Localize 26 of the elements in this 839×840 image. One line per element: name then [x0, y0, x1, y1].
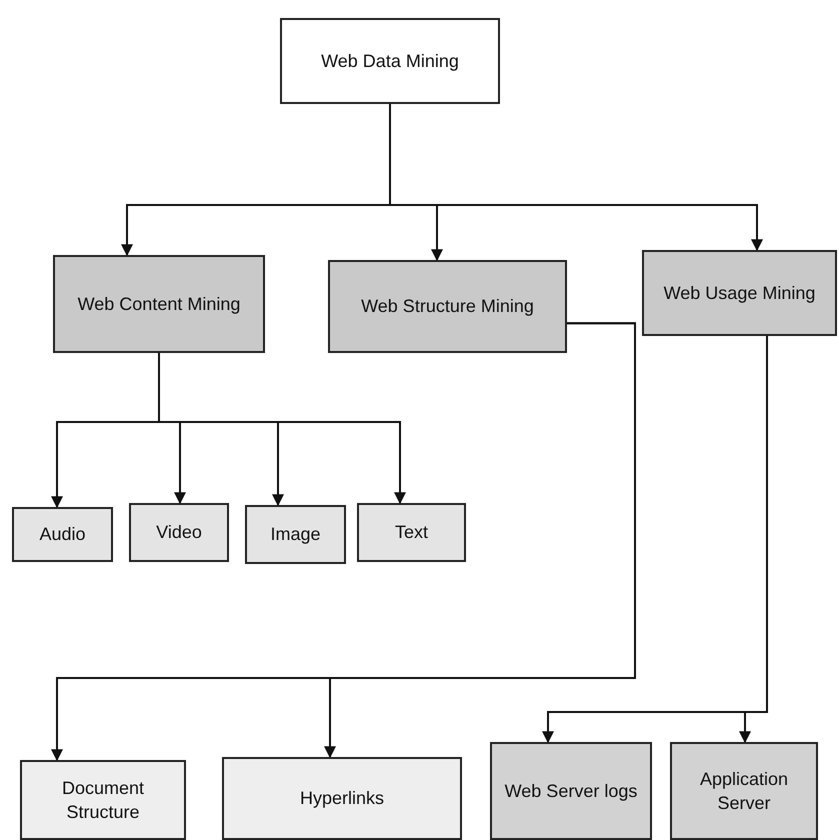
category-box [642, 250, 837, 336]
category-box [357, 503, 466, 562]
category-box [53, 255, 265, 353]
category-box [280, 18, 500, 104]
category-box [670, 742, 818, 840]
box-label: Image [270, 523, 321, 546]
box-label: Audio [39, 523, 86, 546]
category-box [328, 260, 567, 353]
category-box [245, 505, 346, 564]
box-label: Web Server logs [504, 780, 638, 803]
box-label: Text [394, 521, 428, 544]
category-box [129, 503, 229, 562]
category-box [12, 507, 113, 562]
box-label: Application Server [698, 768, 790, 815]
category-box [222, 757, 462, 840]
box-label: Web Content Mining [78, 292, 240, 316]
box-label: Video [156, 521, 202, 544]
arrow [158, 353, 406, 504]
box-label: Web Data Mining [321, 50, 459, 73]
box-label: Web Structure Mining [361, 295, 534, 318]
box-label: Web Usage Mining [664, 282, 816, 305]
category-box [490, 742, 652, 840]
category-box [20, 760, 186, 840]
box-label: Hyperlinks [300, 787, 384, 810]
box-label: Document Structure [60, 776, 146, 824]
arrow [324, 322, 636, 758]
